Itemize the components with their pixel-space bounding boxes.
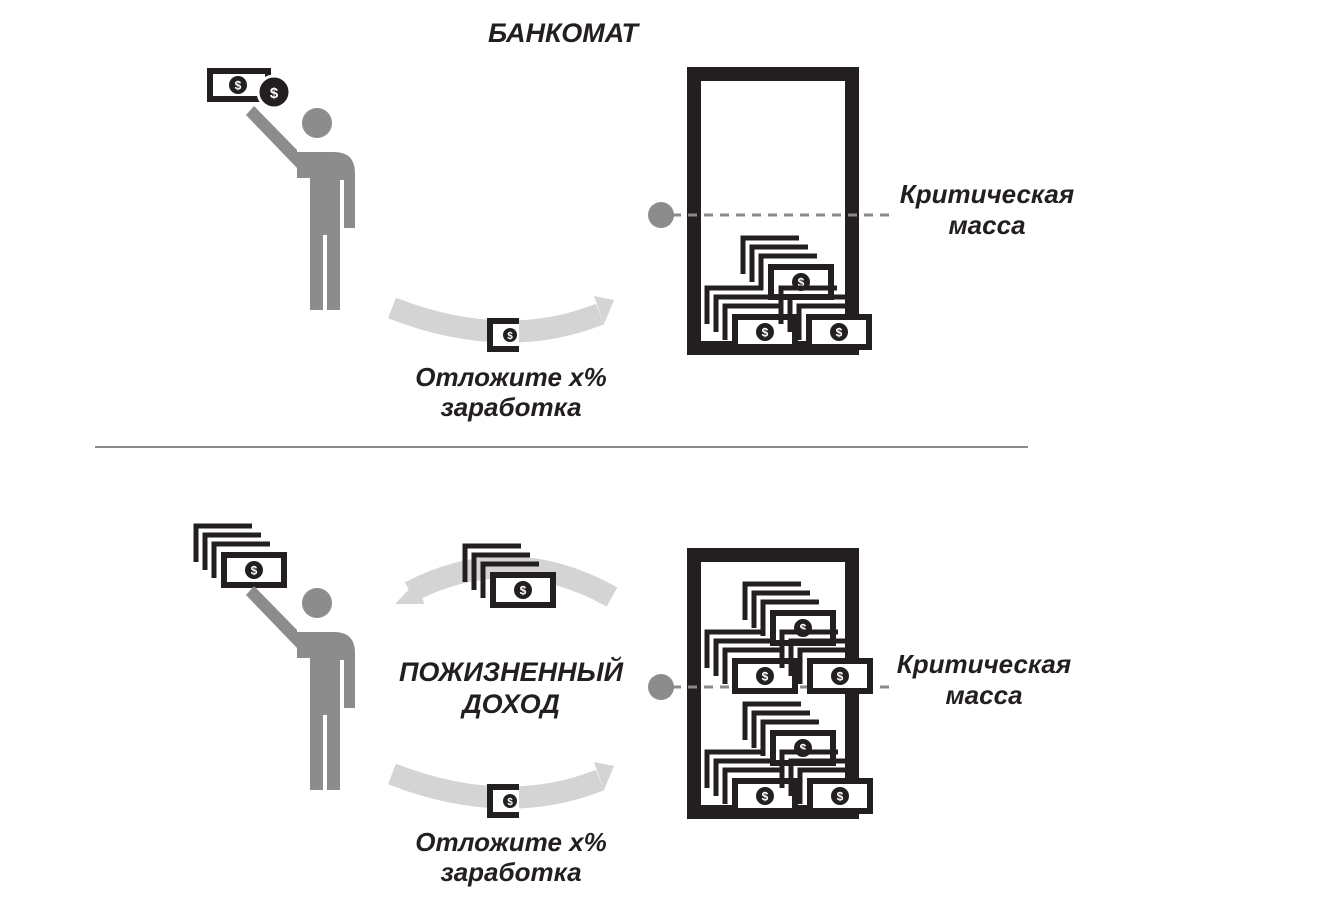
top-caption-line-2: заработка: [440, 392, 581, 422]
bottom-atm-cash-stack-icon: [745, 584, 836, 646]
bottom-threshold-marker-icon: [648, 674, 674, 700]
svg-text:$: $: [235, 79, 242, 93]
bottom-center-title-line-1: ПОЖИЗНЕННЫЙ: [399, 655, 624, 687]
bottom-caption-line-2: заработка: [440, 857, 581, 887]
svg-text:$: $: [507, 331, 513, 342]
bottom-threshold-label-line-1: Критическая: [897, 649, 1071, 679]
top-held-cash-icon: $ $: [207, 68, 292, 110]
bottom-atm-cash-stack-icon: [745, 704, 836, 766]
svg-text:$: $: [507, 797, 513, 808]
bottom-held-cash-stack-icon: [196, 526, 287, 588]
top-panel: БАНКОМАТ $ $ $ Отложите x% заработка: [207, 18, 1074, 422]
bottom-panel: $ ПОЖИЗНЕННЫЙ ДОХОД Отложите x% заработк…: [196, 526, 1071, 887]
top-person-icon: [246, 106, 355, 310]
bottom-person-icon: [246, 586, 355, 790]
top-title: БАНКОМАТ: [488, 18, 641, 48]
top-threshold-label-line-2: масса: [948, 210, 1025, 240]
top-threshold-label-line-1: Критическая: [900, 179, 1074, 209]
top-arrow-note-icon: $: [487, 318, 519, 352]
bottom-caption-line-1: Отложите x%: [415, 827, 606, 857]
bottom-arrow-note-icon: $: [487, 784, 519, 818]
top-caption-line-1: Отложите x%: [415, 362, 606, 392]
svg-text:$: $: [270, 85, 279, 102]
top-threshold-marker-icon: [648, 202, 674, 228]
bottom-threshold-label-line-2: масса: [945, 680, 1022, 710]
top-atm-cash-stack-icon: [743, 238, 834, 300]
bottom-center-title-line-2: ДОХОД: [460, 689, 560, 719]
bottom-return-arrow-icon: [395, 556, 618, 607]
